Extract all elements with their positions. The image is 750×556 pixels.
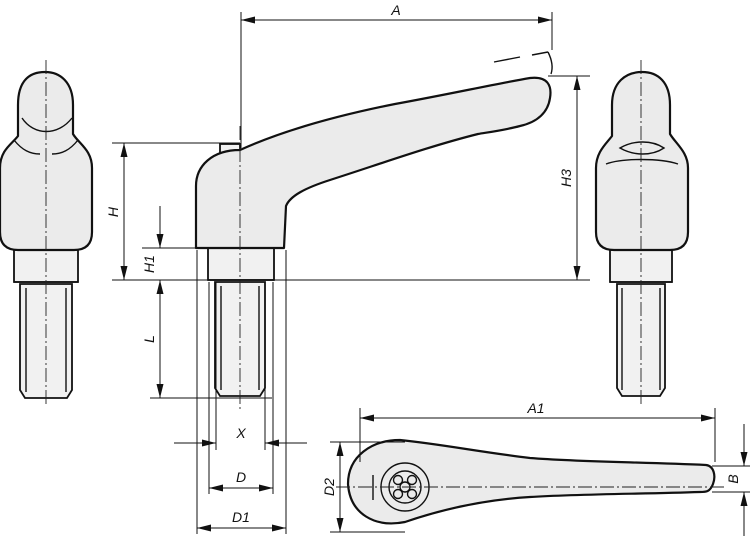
right-view-thread: [616, 283, 666, 397]
label-d: D: [236, 469, 246, 485]
dimension-lines: [112, 12, 750, 536]
label-h3: H3: [558, 169, 574, 187]
label-h: H: [105, 206, 121, 217]
label-a1: A1: [526, 400, 544, 416]
dimension-labels: A A1 H H1 H3 L X D D1 D2 B: [105, 2, 741, 525]
label-x: X: [235, 425, 246, 441]
right-end-view: [594, 70, 690, 397]
side-view-collar: [207, 247, 275, 281]
side-view: [194, 51, 553, 397]
label-l: L: [141, 335, 157, 343]
label-h1: H1: [141, 255, 157, 273]
center-lines: [45, 60, 725, 488]
side-view-lever: [194, 76, 552, 250]
right-view-grip: [594, 70, 690, 252]
label-d1: D1: [232, 509, 250, 525]
top-view-lever: [346, 438, 716, 525]
label-b: B: [725, 474, 741, 483]
top-view: [346, 438, 716, 525]
label-d2: D2: [321, 478, 337, 496]
label-a: A: [390, 2, 400, 18]
